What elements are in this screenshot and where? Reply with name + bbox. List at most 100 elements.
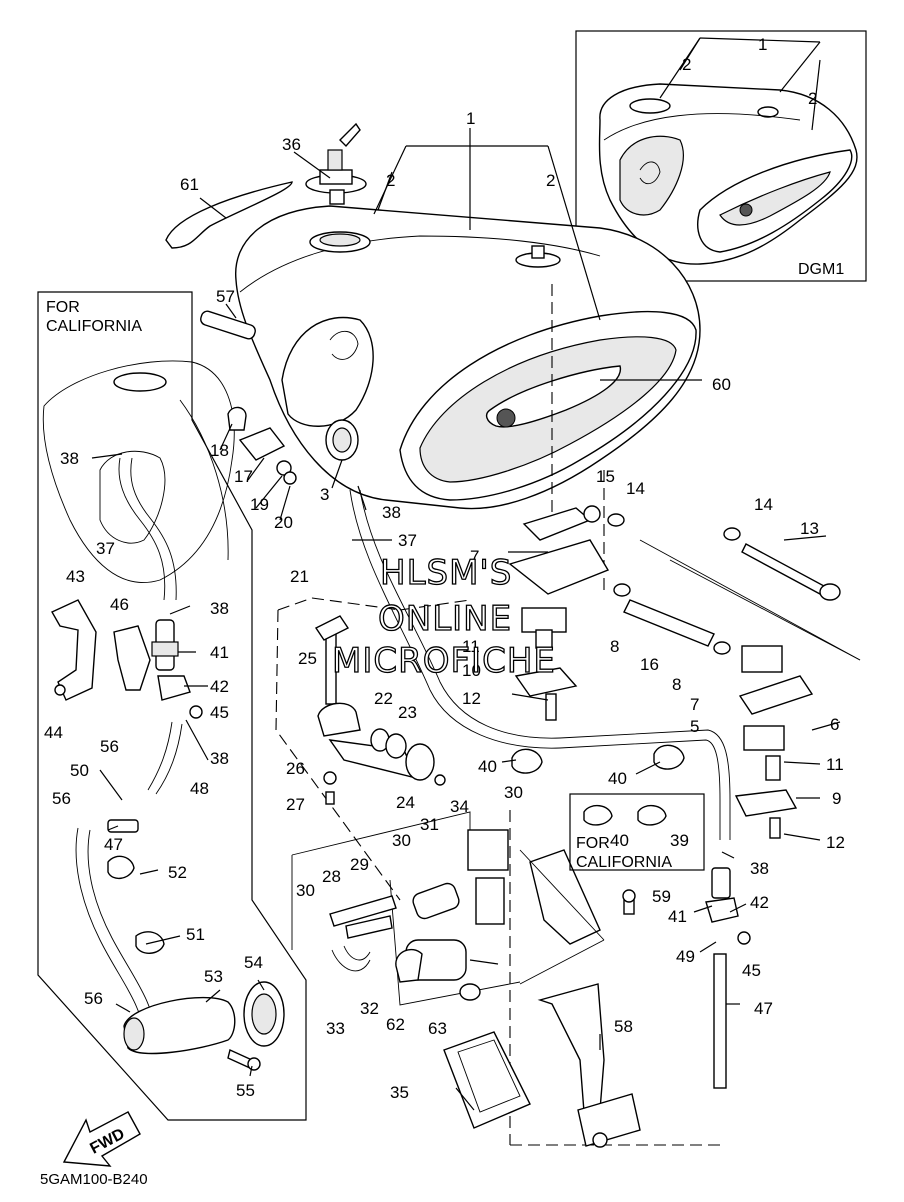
callout-number: 24 xyxy=(396,793,415,812)
fuel-cap xyxy=(305,122,367,205)
callout-number: 9 xyxy=(832,789,841,808)
callout-number: 41 xyxy=(668,907,687,926)
california-panel-left xyxy=(37,291,307,1121)
watermark-line: MICROFICHE xyxy=(332,641,556,681)
callout-number: 13 xyxy=(800,519,819,538)
callout-number: 44 xyxy=(44,723,63,742)
callout-number: 49 xyxy=(676,947,695,966)
callout-number: 60 xyxy=(712,375,731,394)
callout-number: 48 xyxy=(190,779,209,798)
callout-number: 26 xyxy=(286,759,305,778)
callout-number: 2 xyxy=(682,55,691,74)
callout-number: 61 xyxy=(180,175,199,194)
callout-number: 32 xyxy=(360,999,379,1018)
callout-number: 7 xyxy=(690,695,699,714)
callout-number: 16 xyxy=(640,655,659,674)
callout-leaders xyxy=(91,128,841,1111)
watermark-line: ONLINE xyxy=(378,599,512,639)
california-panel-small xyxy=(569,793,705,871)
callout-number: 12 xyxy=(826,833,845,852)
callout-number: 3 xyxy=(320,485,329,504)
callout-number: 50 xyxy=(70,761,89,780)
callout-number: 7 xyxy=(470,547,479,566)
callout-number: 40 xyxy=(608,769,627,788)
drawing-code: 5GAM100-B240 xyxy=(40,1171,148,1188)
callout-number: 23 xyxy=(398,703,417,722)
callout-number: 37 xyxy=(398,531,417,550)
mount-rods xyxy=(583,505,861,661)
callout-number: 1 xyxy=(758,35,767,54)
bracket-parts-17-20 xyxy=(227,406,297,485)
callout-number: 11 xyxy=(826,755,844,774)
callout-number: 38 xyxy=(210,599,229,618)
callout-number: 33 xyxy=(326,1019,345,1038)
callout-number: 55 xyxy=(236,1081,255,1100)
callout-number: 54 xyxy=(244,953,263,972)
callout-number: 39 xyxy=(670,831,689,850)
fuel-tank xyxy=(235,205,701,590)
callout-number: 25 xyxy=(298,649,317,668)
callout-number: 45 xyxy=(742,961,761,980)
callout-number: 14 xyxy=(754,495,773,514)
callout-number: 20 xyxy=(274,513,293,532)
callout-number: 2 xyxy=(808,89,817,108)
callout-number: 56 xyxy=(84,989,103,1008)
callout-number: 38 xyxy=(382,503,401,522)
callout-number: 35 xyxy=(390,1083,409,1102)
fuel-pump-area xyxy=(291,744,720,1148)
callout-number: 17 xyxy=(234,467,253,486)
watermark-line: HLSM'S xyxy=(380,553,512,593)
inset-panel xyxy=(575,30,867,282)
callout-number: 11 xyxy=(462,637,480,656)
callout-number: 2 xyxy=(386,171,395,190)
emblem-strip xyxy=(165,181,293,249)
callout-number: 21 xyxy=(290,567,309,586)
callout-number: 22 xyxy=(374,689,393,708)
callout-number: 14 xyxy=(626,479,645,498)
callout-number: 38 xyxy=(60,449,79,468)
callout-number: 52 xyxy=(168,863,187,882)
callout-number: 42 xyxy=(210,677,229,696)
callout-number: 30 xyxy=(296,881,315,900)
left-box-title-line2: CALIFORNIA xyxy=(46,318,142,335)
callout-number: 43 xyxy=(66,567,85,586)
fwd-arrow xyxy=(62,1111,141,1167)
small-box-title-line1: FOR xyxy=(576,835,610,852)
callout-number: 51 xyxy=(186,925,205,944)
callout-number: 8 xyxy=(610,637,619,656)
callout-number: 10 xyxy=(462,661,481,680)
callout-number: 59 xyxy=(652,887,671,906)
callout-number: 15 xyxy=(596,467,615,486)
rubber-pad xyxy=(200,310,256,340)
mount-brackets xyxy=(508,507,814,839)
small-box-title-line2: CALIFORNIA xyxy=(576,854,672,871)
callout-number: 53 xyxy=(204,967,223,986)
inset-label: DGM1 xyxy=(798,261,844,278)
callout-number: 31 xyxy=(420,815,439,834)
callout-number: 19 xyxy=(250,495,269,514)
callout-number: 37 xyxy=(96,539,115,558)
callout-number: 42 xyxy=(750,893,769,912)
callout-number: 56 xyxy=(100,737,119,756)
callout-number: 40 xyxy=(610,831,629,850)
callout-number: 58 xyxy=(614,1017,633,1036)
callout-number: 45 xyxy=(210,703,229,722)
fuel-cock xyxy=(275,597,471,901)
callout-number: 30 xyxy=(504,783,523,802)
callout-number: 29 xyxy=(350,855,369,874)
callout-number: 5 xyxy=(690,717,699,736)
callout-number: 36 xyxy=(282,135,301,154)
callout-number: 47 xyxy=(104,835,123,854)
callout-number: 40 xyxy=(478,757,497,776)
callout-number: 2 xyxy=(546,171,555,190)
left-box-title-line1: FOR xyxy=(46,299,80,316)
callout-number: 41 xyxy=(210,643,229,662)
callout-number: 47 xyxy=(754,999,773,1018)
callout-number: 18 xyxy=(210,441,229,460)
callout-number: 27 xyxy=(286,795,305,814)
callout-number: 1 xyxy=(466,109,475,128)
callout-number: 46 xyxy=(110,595,129,614)
